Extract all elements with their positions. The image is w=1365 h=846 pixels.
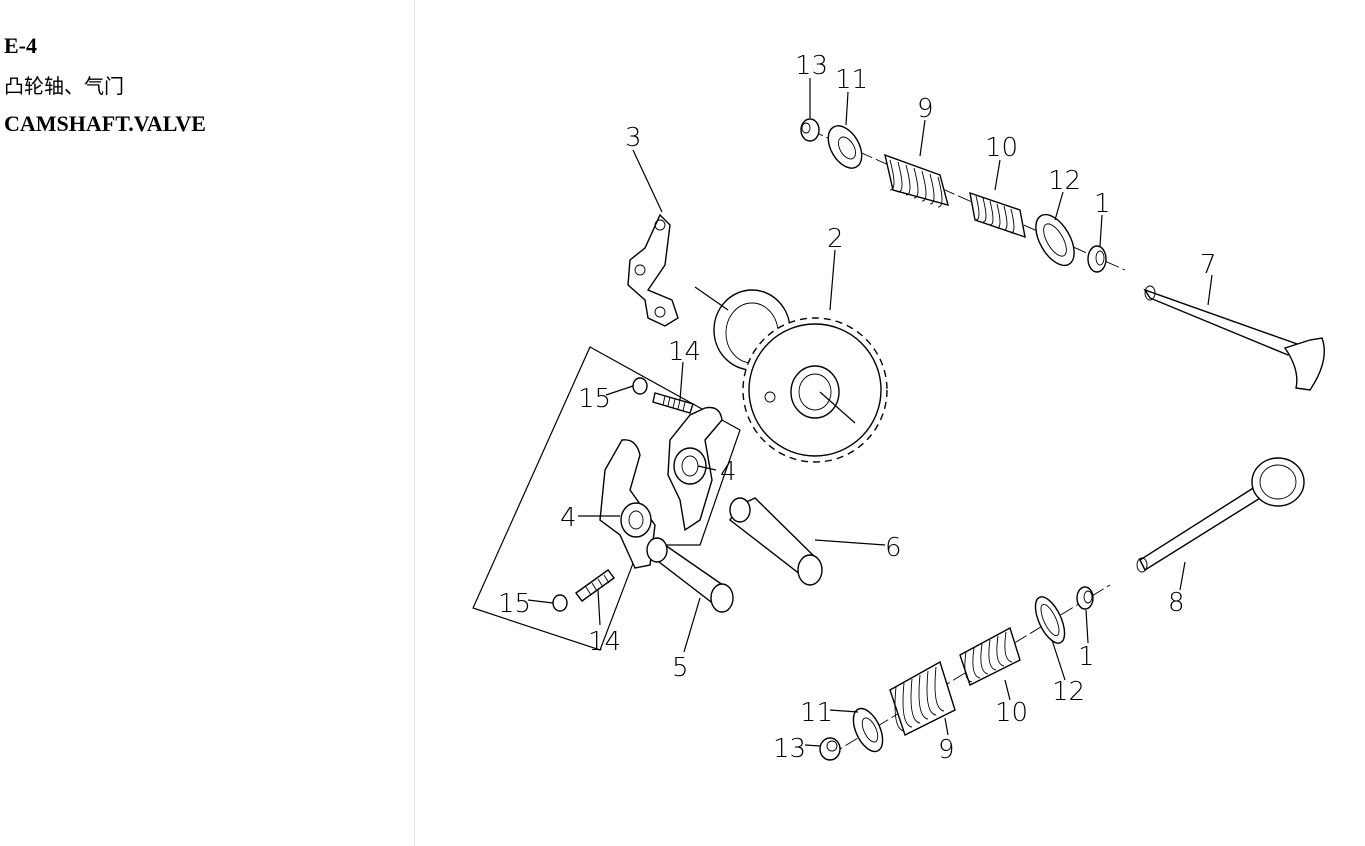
valve-cotter-lower — [819, 737, 841, 761]
callout-12-lower: 12 — [1052, 677, 1085, 707]
section-title-cn: 凸轮轴、气门 — [4, 74, 124, 98]
inner-spring-lower — [959, 626, 1021, 686]
callout-15-lower: 15 — [498, 589, 531, 619]
callout-6: 6 — [885, 533, 902, 563]
spring-seat-lower — [1034, 596, 1066, 644]
section-title-en: CAMSHAFT.VALVE — [4, 111, 206, 136]
section-code: E-4 — [4, 33, 37, 58]
callout-13-upper: 13 — [795, 51, 828, 81]
callout-14-lower: 14 — [588, 627, 621, 657]
callout-9-lower: 9 — [938, 735, 955, 765]
callout-4-upper: 4 — [720, 457, 737, 487]
callout-15-upper: 15 — [578, 384, 611, 414]
callout-4-lower: 4 — [560, 503, 577, 533]
callout-14-upper: 14 — [668, 337, 701, 367]
rocker-shaft-lower — [646, 537, 734, 613]
upper-valve-assembly — [800, 118, 1126, 273]
callout-2: 2 — [827, 224, 844, 254]
intake-valve — [1143, 285, 1325, 391]
callout-11-lower: 11 — [800, 698, 833, 728]
adjuster-screw-upper — [652, 392, 694, 414]
rocker-arm-lower — [599, 439, 656, 569]
callout-10-lower: 10 — [995, 698, 1028, 728]
exploded-parts-diagram: 13 11 9 10 12 1 3 2 7 14 15 4 4 6 8 15 1… — [472, 51, 1325, 765]
leader-lines — [527, 78, 1213, 747]
adjuster-nut-upper — [632, 377, 648, 395]
callout-numbers: 13 11 9 10 12 1 3 2 7 14 15 4 4 6 8 15 1… — [498, 51, 1217, 765]
valve-cotter-upper — [800, 118, 820, 142]
outer-spring-upper — [884, 153, 949, 208]
outer-spring-lower — [889, 660, 956, 736]
valve-seal-lower — [1076, 586, 1094, 610]
callout-13-lower: 13 — [773, 734, 806, 764]
camshaft-plate — [627, 213, 679, 327]
callout-10-upper: 10 — [985, 133, 1018, 163]
callout-1-upper: 1 — [1094, 189, 1111, 219]
callout-5: 5 — [672, 653, 689, 683]
rocker-arm-upper — [667, 406, 723, 532]
valve-seal-upper — [1087, 245, 1107, 273]
callout-12-upper: 12 — [1048, 166, 1081, 196]
callout-9-upper: 9 — [917, 94, 934, 124]
rocker-shaft-upper — [729, 497, 823, 586]
spring-seat-upper — [1035, 213, 1075, 267]
camshaft-gear — [713, 289, 888, 463]
adjuster-nut-lower — [552, 594, 568, 612]
callout-3: 3 — [625, 123, 642, 153]
callout-7: 7 — [1200, 250, 1217, 280]
left-panel: E-4 凸轮轴、气门 CAMSHAFT.VALVE — [0, 0, 415, 846]
exhaust-valve — [1136, 457, 1305, 573]
lower-valve-assembly — [819, 584, 1111, 761]
adjuster-screw-lower — [575, 569, 615, 602]
inner-spring-upper — [969, 191, 1026, 239]
callout-11-upper: 11 — [835, 65, 868, 95]
callout-1-lower: 1 — [1078, 642, 1095, 672]
spring-retainer-lower — [852, 707, 884, 753]
spring-retainer-upper — [827, 125, 863, 169]
callout-8: 8 — [1168, 588, 1185, 618]
